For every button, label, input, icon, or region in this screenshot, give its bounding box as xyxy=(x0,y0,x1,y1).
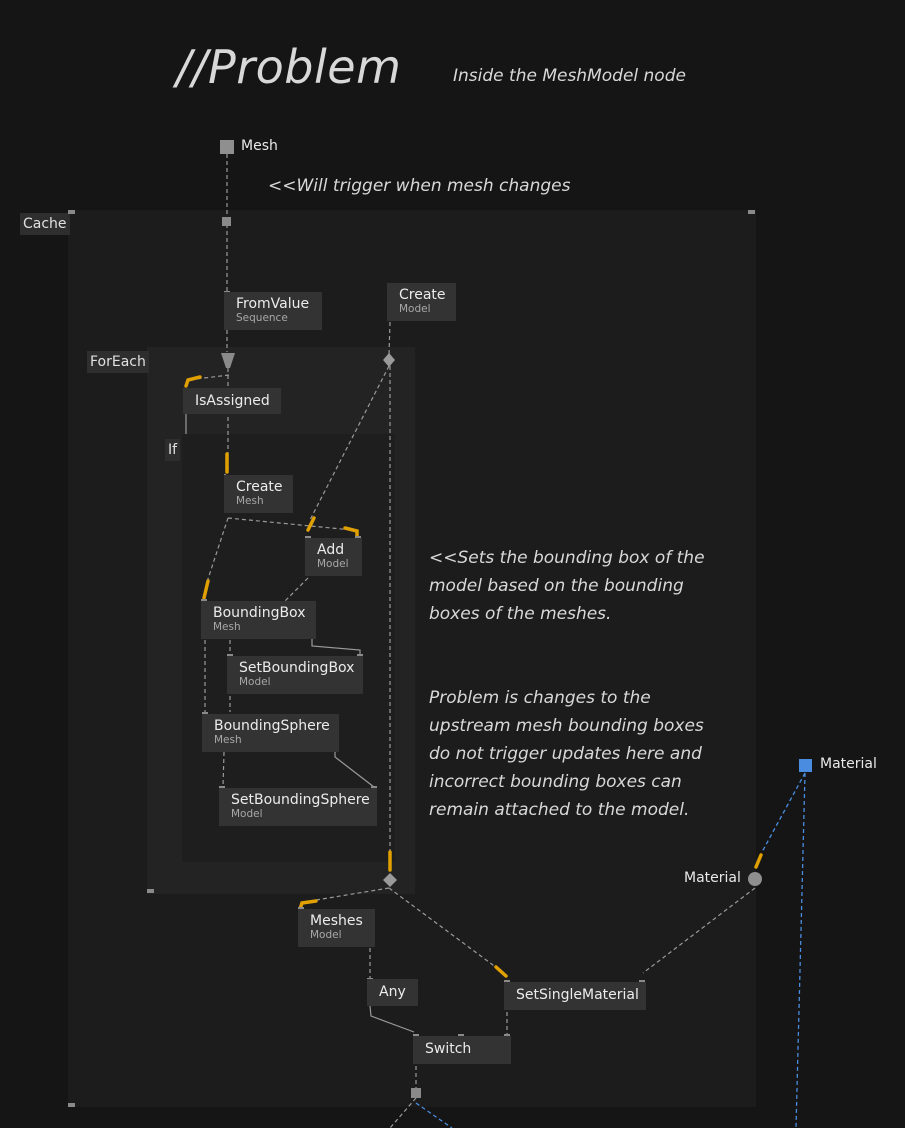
material-wires xyxy=(415,772,806,1128)
cache-input-port xyxy=(222,217,231,226)
bounding-box-comment: <<Sets the bounding box of the model bas… xyxy=(429,544,705,628)
node-name: SetBoundingSphere xyxy=(231,792,370,808)
if-region-label[interactable]: If xyxy=(165,439,181,461)
comment-line: <<Sets the bounding box of the xyxy=(429,548,705,568)
node-type: Model xyxy=(317,558,349,570)
node-name: BoundingBox xyxy=(213,605,306,621)
node-name: Any xyxy=(379,984,406,1000)
node-name: Add xyxy=(317,542,345,558)
page-title: //Problem xyxy=(176,40,402,94)
trigger-comment: <<Will trigger when mesh changes xyxy=(268,176,571,196)
wire-create-to-add xyxy=(227,517,353,531)
wire-material-down xyxy=(795,772,806,1128)
meshes-model-node[interactable]: Meshes Model xyxy=(298,909,375,947)
node-name: SetBoundingBox xyxy=(239,660,355,676)
material-port-label: Material xyxy=(684,870,741,886)
wire-foreach-to-add xyxy=(309,365,390,521)
mesh-input-icon xyxy=(220,140,234,154)
ports xyxy=(68,210,755,1107)
node-type: Mesh xyxy=(213,621,241,633)
wire-material-to-setsinglematerial xyxy=(642,887,756,974)
comment-line: model based on the bounding xyxy=(429,576,684,596)
wire-output-right xyxy=(415,1102,453,1128)
solid-wires xyxy=(185,414,415,1033)
node-type: Model xyxy=(310,929,342,941)
create-model-node[interactable]: Create Model xyxy=(387,283,456,321)
mesh-input-label: Mesh xyxy=(241,138,278,154)
wire-output-left xyxy=(389,1097,417,1128)
add-model-node[interactable]: Add Model xyxy=(305,538,362,576)
wire-boundingbox-to-setbb xyxy=(311,637,361,656)
wire-foreach-to-meshes xyxy=(303,887,390,903)
setboundingsphere-model-node[interactable]: SetBoundingSphere Model xyxy=(219,788,377,826)
node-name: Create xyxy=(399,287,446,303)
setsinglematerial-node[interactable]: SetSingleMaterial xyxy=(504,982,646,1010)
node-type: Model xyxy=(399,303,431,315)
switch-node[interactable]: Switch xyxy=(413,1036,511,1064)
node-name: FromValue xyxy=(236,296,310,312)
isassigned-node[interactable]: IsAssigned xyxy=(183,388,281,414)
wire-createmodel-to-foreach xyxy=(388,321,391,356)
node-name: IsAssigned xyxy=(195,393,270,409)
comment-line: upstream mesh bounding boxes xyxy=(429,716,704,736)
foreach-region-label[interactable]: ForEach xyxy=(87,351,149,373)
wire-create-to-boundingbox xyxy=(206,517,229,583)
page-subtitle: Inside the MeshModel node xyxy=(453,66,686,86)
foreach-diamond-top xyxy=(383,353,395,367)
node-type: Mesh xyxy=(214,734,242,746)
comment-line: remain attached to the model. xyxy=(429,800,690,820)
node-name: Create xyxy=(236,479,283,495)
comment-line: Problem is changes to the xyxy=(429,688,651,708)
node-name: BoundingSphere xyxy=(214,718,330,734)
boundingbox-mesh-node[interactable]: BoundingBox Mesh xyxy=(201,601,316,639)
boundingsphere-mesh-node[interactable]: BoundingSphere Mesh xyxy=(202,714,339,752)
wire-material-to-inner xyxy=(761,772,806,853)
setboundingbox-model-node[interactable]: SetBoundingBox Model xyxy=(227,656,363,694)
material-input-icon xyxy=(799,759,812,772)
fromvalue-sequence-node[interactable]: FromValue Sequence xyxy=(224,292,322,330)
create-mesh-node[interactable]: Create Mesh xyxy=(224,475,293,513)
comment-line: boxes of the meshes. xyxy=(429,604,612,624)
wire-boundingsphere-to-setbs xyxy=(334,750,375,788)
comment-line: incorrect bounding boxes can xyxy=(429,772,682,792)
node-type: Model xyxy=(231,808,263,820)
node-name: Meshes xyxy=(310,913,363,929)
wire-any-to-switch xyxy=(369,1005,415,1033)
cache-region-label[interactable]: Cache xyxy=(20,213,70,235)
wire-add-to-boundingbox xyxy=(283,577,309,603)
foreach-input-funnel xyxy=(221,353,235,368)
node-type: Sequence xyxy=(236,312,288,324)
material-port-icon xyxy=(748,872,762,886)
material-input-label: Material xyxy=(820,756,877,772)
cache-output-port xyxy=(411,1088,421,1098)
foreach-diamond-bottom xyxy=(383,873,397,887)
node-name: SetSingleMaterial xyxy=(516,987,639,1003)
node-name: Switch xyxy=(425,1041,472,1057)
comment-line: do not trigger updates here and xyxy=(429,744,702,764)
wire-foreach-to-setsinglematerial xyxy=(388,887,498,969)
node-type: Model xyxy=(239,676,271,688)
any-node[interactable]: Any xyxy=(367,979,418,1006)
problem-comment: Problem is changes to the upstream mesh … xyxy=(429,684,704,824)
node-type: Mesh xyxy=(236,495,264,507)
